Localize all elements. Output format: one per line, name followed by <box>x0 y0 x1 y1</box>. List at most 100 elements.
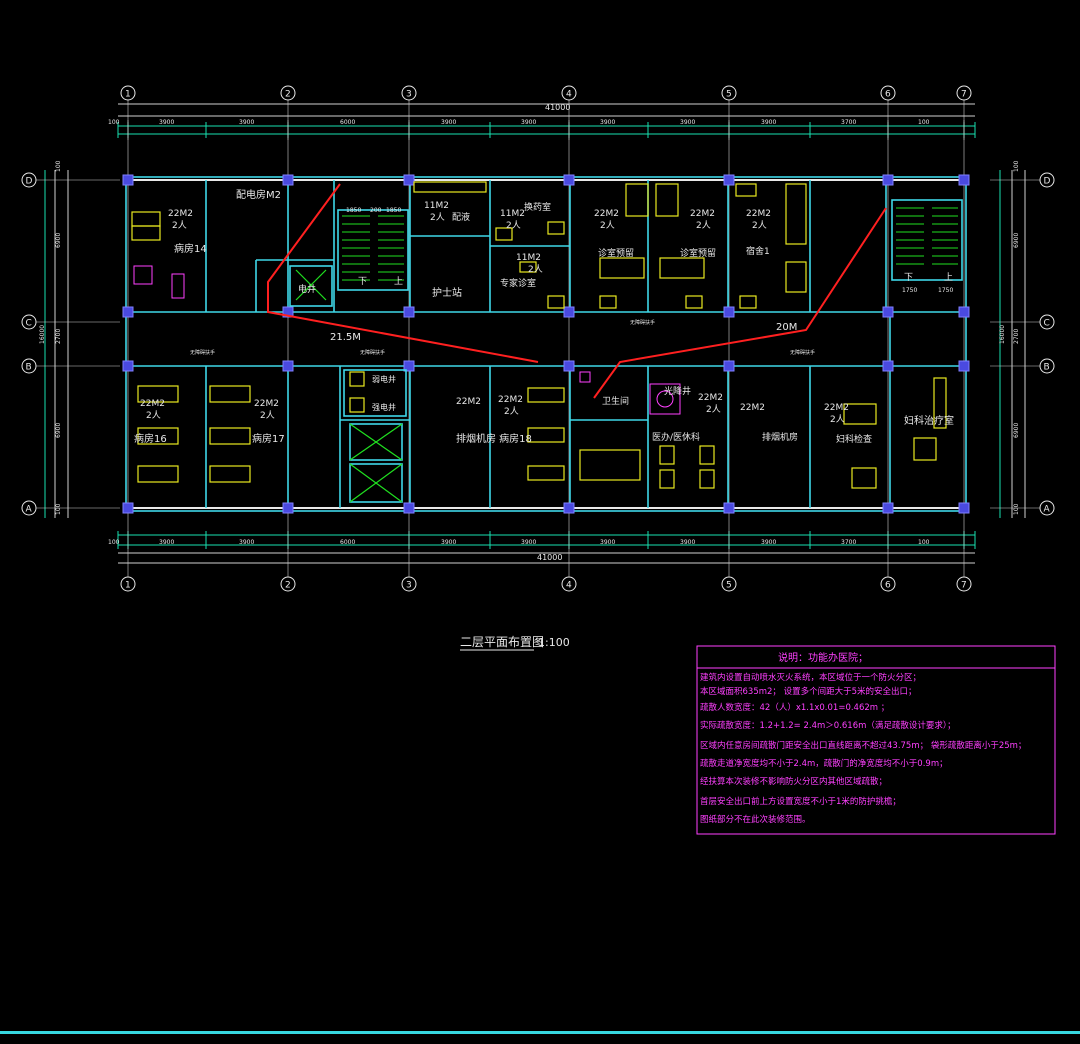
column <box>282 360 294 372</box>
grid-number-7: 7 <box>961 581 967 591</box>
label-ward17-beds: 2人 <box>260 410 275 421</box>
label-ward18-area-b: 22M2 <box>498 395 523 405</box>
furniture-piece <box>579 449 641 481</box>
label-handrail-1: 无障碍扶手 <box>190 349 215 356</box>
label-handrail-2: 无障碍扶手 <box>360 349 385 356</box>
top-dim-0: 100 <box>108 119 120 126</box>
notes-heading: 说明：功能办医院； <box>778 651 868 664</box>
service-wells <box>343 369 407 503</box>
label-weak-well: 弱电井 <box>372 374 396 384</box>
furniture <box>131 181 947 489</box>
bottom-dim-0: 100 <box>108 539 120 546</box>
furniture-piece <box>495 227 513 241</box>
column <box>122 174 134 186</box>
column <box>958 502 970 514</box>
left-dim-4: 6900 <box>55 423 62 438</box>
bottom-dim-6: 3900 <box>600 539 615 546</box>
bottom-dim-7: 3900 <box>680 539 695 546</box>
label-dispensing-area: 11M2 <box>424 201 449 211</box>
label-meas3: 1850 <box>386 207 401 214</box>
label-ward16-name: 病房16 <box>134 432 167 445</box>
label-clinic2-name: 诊室预留 <box>680 247 716 259</box>
label-ward14-beds: 2人 <box>172 220 187 231</box>
column <box>723 502 735 514</box>
side-dimensions: 1006900270016000690010010069002700160006… <box>39 160 1020 515</box>
label-machine-name: 排烟机房 <box>762 431 798 443</box>
column <box>563 174 575 186</box>
column <box>282 174 294 186</box>
bottom-dim-2: 3900 <box>239 539 254 546</box>
grid-number-6: 6 <box>885 90 891 100</box>
column <box>282 306 294 318</box>
grid-number-7: 7 <box>961 90 967 100</box>
screen-bottom-bar <box>0 1031 1080 1034</box>
label-clinic1-name: 诊室预留 <box>598 247 634 259</box>
furniture-piece <box>659 257 705 279</box>
notes-line-9: 图纸部分不在此次装修范围。 <box>700 814 811 825</box>
furniture-piece <box>933 377 947 429</box>
column <box>882 360 894 372</box>
top-dim-6: 3900 <box>600 119 615 126</box>
label-meas5: 1750 <box>938 287 953 294</box>
label-ward18-name: 排烟机房 病房18 <box>456 432 532 445</box>
label-toilet: 卫生间 <box>602 395 629 407</box>
column <box>958 306 970 318</box>
grid-number-3: 3 <box>406 90 412 100</box>
notes-line-2: 本区域面积635m2； 设置多个间距大于5米的安全出口； <box>700 686 917 697</box>
label-clinic2-beds: 2人 <box>696 220 711 231</box>
furniture-piece <box>739 295 757 309</box>
furniture-piece <box>137 385 179 403</box>
label-distance2: 20M <box>776 322 797 333</box>
furniture-piece <box>547 295 565 309</box>
label-disposal-beds: 2人 <box>506 220 521 231</box>
column <box>563 360 575 372</box>
furniture-piece <box>655 183 679 217</box>
label-gyn-area: 22M2 <box>824 403 849 413</box>
label-office1-beds: 2人 <box>752 220 767 231</box>
notes-line-7: 经扶算本次装修不影响防火分区内其他区域疏散； <box>700 776 887 787</box>
grid-letter-D: D <box>26 177 33 187</box>
label-ward18-area: 22M2 <box>456 397 481 407</box>
label-clinic1-beds: 2人 <box>600 220 615 231</box>
label-office1-name: 宿舍1 <box>746 245 770 257</box>
furniture-piece <box>685 295 703 309</box>
notes-line-5: 区域内任意房间疏散门距安全出口直线距离不超过43.75m； 袋形疏散距离小于25… <box>700 740 1026 751</box>
column <box>882 174 894 186</box>
bottom-dim-8: 3900 <box>761 539 776 546</box>
label-doctor-area: 22M2 <box>698 393 723 403</box>
bottom-dim-4: 3900 <box>441 539 456 546</box>
column <box>403 502 415 514</box>
furniture-piece <box>659 445 675 465</box>
furniture-piece <box>137 427 179 445</box>
furniture-piece <box>625 183 649 217</box>
top-dim-3: 6000 <box>340 119 355 126</box>
label-ward16-area: 22M2 <box>140 399 165 409</box>
label-dispensing-beds: 2人 <box>430 212 445 223</box>
grid-number-6: 6 <box>885 581 891 591</box>
column <box>403 174 415 186</box>
label-consult-name: 专家诊室 <box>500 277 536 289</box>
label-ward17-name: 病房17 <box>252 432 285 445</box>
grid-number-2: 2 <box>285 581 291 591</box>
grid-letter-D: D <box>1044 177 1051 187</box>
label-doctor-beds: 2人 <box>706 404 721 415</box>
stair-right <box>891 199 963 281</box>
column <box>122 360 134 372</box>
label-ward16-beds: 2人 <box>146 410 161 421</box>
grid-letter-A: A <box>1044 505 1051 515</box>
bottom-total-dim: 41000 <box>537 553 562 562</box>
bottom-dim-9: 3700 <box>841 539 856 546</box>
title-scale: 1:100 <box>538 636 570 649</box>
label-handrail-4: 无障碍扶手 <box>630 319 655 326</box>
furniture-piece <box>659 469 675 489</box>
column <box>403 360 415 372</box>
furniture-piece <box>349 371 365 387</box>
column <box>882 306 894 318</box>
furniture-piece <box>699 469 715 489</box>
bottom-dim-5: 3900 <box>521 539 536 546</box>
label-clinic2-area: 22M2 <box>690 209 715 219</box>
furniture-piece <box>913 437 937 461</box>
label-ward18-beds: 2人 <box>504 406 519 417</box>
